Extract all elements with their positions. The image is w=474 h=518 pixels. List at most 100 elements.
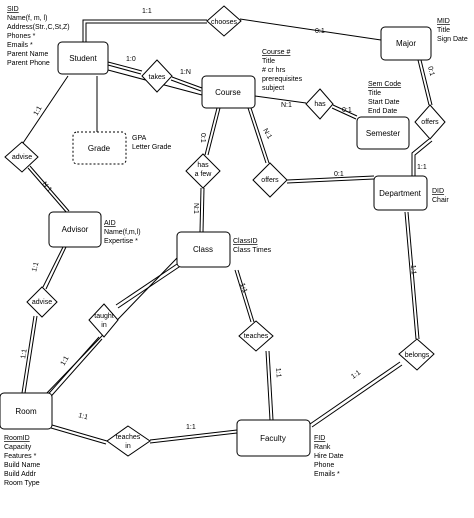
relationship-label: advise (12, 154, 32, 161)
relationship-belongs[interactable]: belongs (398, 338, 435, 371)
attribute: Chair (432, 197, 449, 204)
cardinality: 1:1 (186, 424, 196, 431)
attributes-course: Course # Title # cr hrs prerequisites su… (262, 49, 303, 92)
connector-lines (20, 18, 433, 445)
cardinality: 0:1 (426, 66, 435, 77)
attributes-faculty: FID Rank Hire Date Phone Emails * (314, 435, 344, 478)
relationship-has-a-few[interactable]: has a few (185, 153, 221, 189)
entity-student[interactable]: Student (57, 41, 109, 75)
entity-course[interactable]: Course (201, 75, 256, 109)
relationship-offers-dept[interactable]: offers (252, 162, 288, 198)
entity-major[interactable]: Major (380, 26, 432, 61)
entity-semester[interactable]: Semester (356, 116, 410, 150)
cardinality: 1:1 (31, 261, 40, 272)
cardinality: N:1 (261, 128, 273, 141)
entity-faculty[interactable]: Faculty (236, 419, 311, 457)
attribute-key: Sem Code (368, 81, 401, 88)
cardinality: 0:1 (315, 28, 325, 35)
relationship-label: offers (421, 119, 439, 126)
attribute: Capacity (4, 444, 32, 451)
attribute: Title (262, 58, 275, 65)
cardinality: 1:1 (238, 282, 248, 294)
attribute-key: RoomID (4, 435, 30, 442)
relationship-offers-major[interactable]: offers (414, 104, 446, 140)
relationship-advise-bottom[interactable]: advise (26, 286, 58, 318)
attributes-department: DID Chair (432, 188, 449, 204)
cardinality: 1:N (180, 69, 191, 76)
cardinality-labels: 1:1 0:1 1:0 1:N N:1 0:1 N:1 0:1 0:1 1:1 … (20, 8, 435, 431)
attribute: Hire Date (314, 453, 344, 460)
attribute: Emails * (7, 42, 33, 49)
cardinality: 1:1 (142, 8, 152, 15)
cardinality: 1:1 (77, 412, 88, 421)
cardinality: N:1 (192, 203, 199, 214)
entity-label: Faculty (260, 434, 286, 443)
relationship-advise-top[interactable]: advise (4, 141, 39, 173)
entity-label: Major (396, 39, 416, 48)
entity-label: Grade (88, 144, 111, 153)
attribute: Address(Str.,C,St,Z) (7, 24, 70, 31)
attribute: Build Addr (4, 471, 37, 478)
relationship-teaches[interactable]: teaches (238, 320, 274, 352)
attribute: Parent Name (7, 51, 48, 58)
attributes-grade: GPA Letter Grade (132, 135, 171, 151)
entity-label: Room (15, 407, 37, 416)
attribute: End Date (368, 108, 397, 115)
relationship-teaches-in[interactable]: teaches in (106, 425, 151, 457)
cardinality: 0:1 (199, 133, 206, 143)
cardinality: N:1 (40, 181, 52, 194)
relationship-label-line1: has (197, 162, 209, 169)
entity-label: Advisor (62, 225, 89, 234)
cardinality: 1:0 (126, 56, 136, 63)
attribute: Title (437, 27, 450, 34)
attribute-key: FID (314, 435, 325, 442)
attributes-advisor: AID Name(f,m,l) Expertise * (104, 220, 141, 245)
attribute: Room Type (4, 480, 40, 487)
entity-label: Department (379, 189, 422, 198)
attribute: Rank (314, 444, 331, 451)
entity-department[interactable]: Department (373, 175, 428, 211)
attribute: # cr hrs (262, 67, 286, 74)
entity-label: Semester (366, 129, 401, 138)
relationship-chooses[interactable]: chooses (206, 5, 242, 37)
relationship-label: teaches (244, 333, 269, 340)
attribute: Phones * (7, 33, 36, 40)
relationship-label: belongs (405, 352, 430, 359)
attribute: Name(f,m,l) (104, 229, 141, 236)
attribute-key: AID (104, 220, 116, 227)
attribute: Parent Phone (7, 60, 50, 67)
attributes-student: SID Name(f, m, l) Address(Str.,C,St,Z) P… (7, 6, 70, 67)
attribute: Sign Date (437, 36, 468, 43)
relationship-taught-in[interactable]: taught in (88, 303, 119, 338)
cardinality: 1:1 (409, 265, 417, 275)
relationship-label-line2: a few (195, 171, 213, 178)
relationship-label: offers (261, 177, 279, 184)
entity-grade-weak[interactable]: Grade (72, 131, 127, 165)
relationship-label: has (314, 101, 326, 108)
attribute: Name(f, m, l) (7, 15, 47, 22)
attribute: subject (262, 85, 284, 92)
entity-label: Student (69, 54, 97, 63)
entity-class[interactable]: Class (176, 231, 231, 268)
cardinality: 1:1 (60, 355, 71, 367)
relationship-label: chooses (211, 19, 238, 26)
attribute: Phone (314, 462, 334, 469)
attribute: Title (368, 90, 381, 97)
relationship-has[interactable]: has (305, 88, 334, 120)
relationship-label-line2: in (125, 443, 131, 450)
entity-advisor[interactable]: Advisor (48, 211, 102, 248)
attribute: Start Date (368, 99, 400, 106)
entity-room[interactable]: Room (0, 392, 53, 430)
attribute-key: ClassID (233, 238, 258, 245)
relationship-label-line1: teaches (116, 434, 141, 441)
cardinality: 1:1 (20, 348, 29, 359)
attributes-major: MID Title Sign Date (437, 18, 468, 43)
attribute: Expertise * (104, 238, 138, 245)
cardinality: N:1 (281, 102, 292, 109)
relationship-takes[interactable]: takes (141, 59, 173, 93)
attribute: prerequisites (262, 76, 303, 83)
cardinality: 0:1 (334, 171, 344, 178)
relationship-label-line2: in (101, 322, 107, 329)
attribute-key: DID (432, 188, 444, 195)
